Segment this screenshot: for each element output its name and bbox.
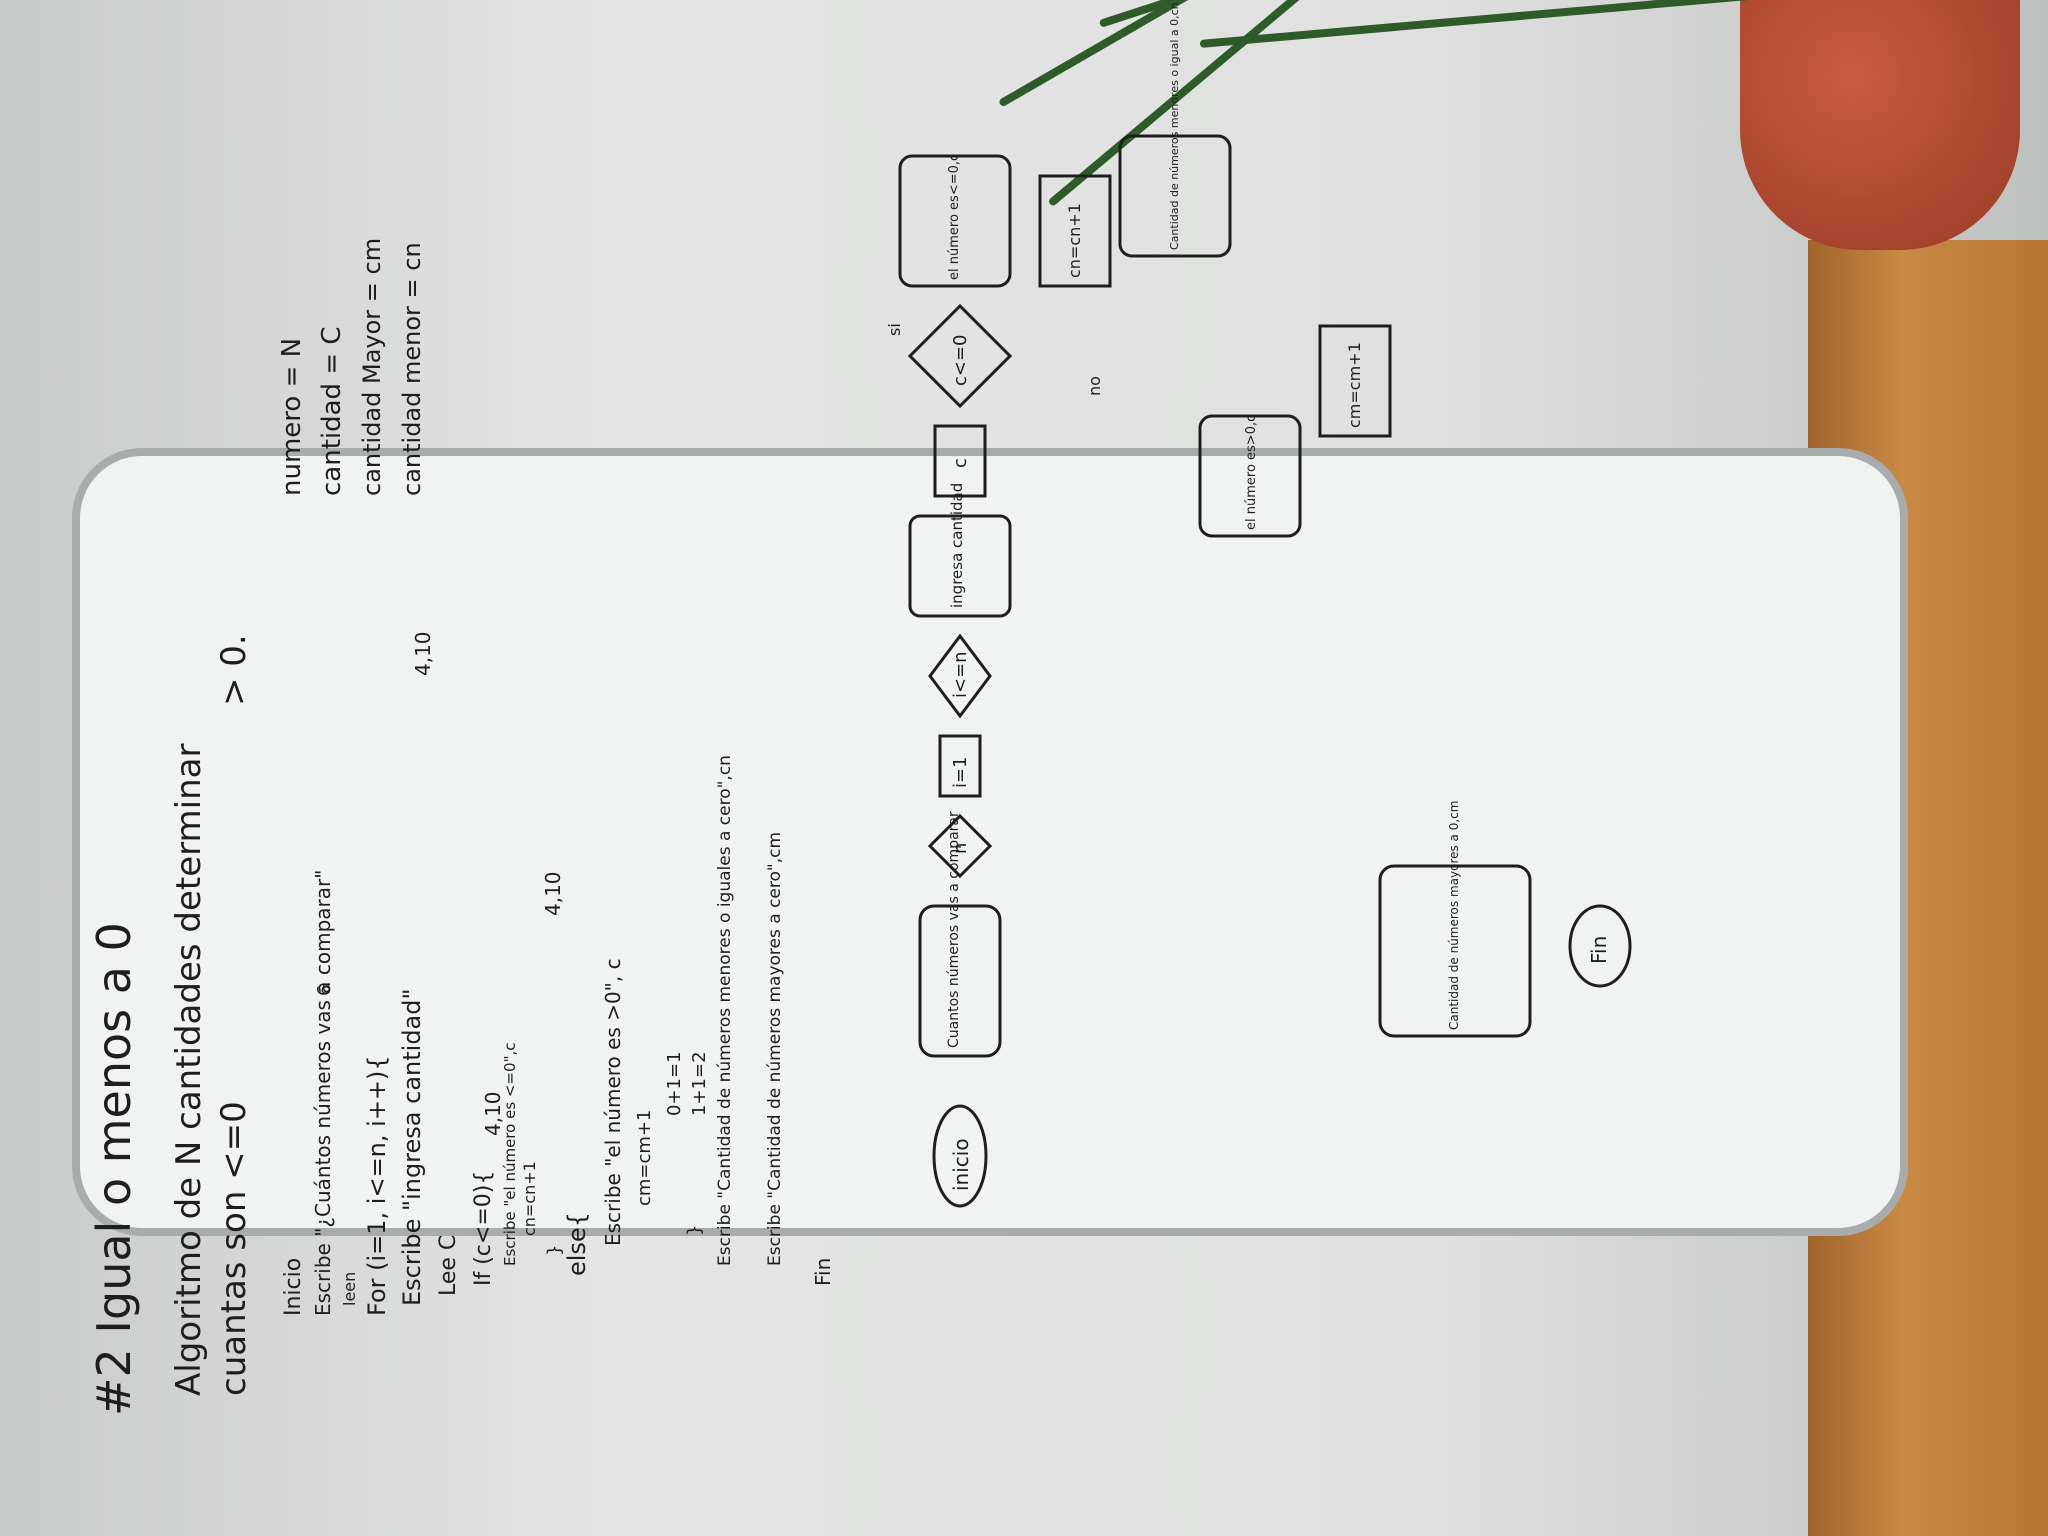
code-line: leen [340, 1272, 359, 1306]
var-menor: cantidad menor = cn [398, 242, 426, 496]
code-line: Escribe "Cantidad de números mayores a c… [765, 832, 785, 1266]
fc-no-out-label: el número es>0,c [1244, 415, 1259, 530]
code-line: cn=cn+1 [520, 1161, 539, 1236]
note: 0+1=1 [664, 1051, 685, 1116]
code-line: cm=cm+1 [634, 1110, 655, 1206]
code-line: Escribe "el número es <=0",c [501, 1043, 519, 1267]
code-line: Escribe "Cantidad de números menores o i… [715, 755, 735, 1266]
fc-n-shape [927, 813, 993, 879]
fc-init-shape [938, 734, 982, 798]
code-line: else{ [563, 1212, 591, 1276]
code-line: Escribe "ingresa cantidad" [398, 988, 426, 1306]
plant-pot [1740, 0, 2020, 250]
fc-end-label: Fin [1587, 936, 1611, 964]
var-numero: numero = N [277, 338, 307, 496]
code-line: Fin [811, 1258, 835, 1286]
fc-no-inc-label: cm=cm+1 [1345, 342, 1364, 428]
fc-ingresa-label: ingresa cantidad [948, 483, 966, 608]
note: 4,10 [541, 871, 565, 916]
fc-end-shape [1568, 904, 1632, 988]
subtitle-line-1: Algoritmo de N cantidades determinar [169, 744, 209, 1396]
code-line: For (i=1, i<=n, i++){ [363, 1055, 391, 1316]
var-mayor: cantidad Mayor = cm [358, 238, 386, 496]
note: 1+1=2 [689, 1051, 710, 1116]
fc-yes-inc-shape [1038, 174, 1112, 288]
fc-ingresa-shape [908, 514, 1012, 618]
fc-out-cn-label: Cantidad de números menores o igual a 0,… [1168, 2, 1181, 250]
whiteboard [72, 448, 1908, 1236]
code-line: } [544, 1245, 565, 1256]
note: 4,10 [411, 631, 435, 676]
fc-yes-out-shape [898, 154, 1012, 288]
fc-loop-shape [928, 633, 992, 719]
fc-out-cn-shape [1118, 134, 1232, 258]
subtitle-gt: > 0. [214, 634, 254, 706]
note: 6 [314, 985, 335, 996]
fc-no-label: no [1085, 376, 1104, 396]
fc-c-shape [933, 424, 987, 498]
fc-prompt-label: Cuantos números vas a comparar [946, 811, 962, 1048]
code-line: Inicio [281, 1258, 306, 1316]
code-line: If (c<=0){ [471, 1171, 496, 1286]
fc-n-label: n [950, 843, 971, 854]
fc-no-inc-shape [1318, 324, 1392, 438]
note: 4,10 [481, 1091, 505, 1136]
fc-loop-label: i<=n [950, 651, 971, 698]
fc-init-label: i=1 [950, 756, 971, 788]
fc-yes-label: si [885, 323, 904, 336]
fc-yes-out-label: el número es<=0,c [947, 154, 962, 280]
var-cantidad: cantidad = C [317, 326, 347, 496]
fc-out-cm-shape [1378, 864, 1532, 1038]
fc-decision-shape [907, 303, 1013, 409]
code-line: } [684, 1225, 705, 1236]
fc-c-label: c [950, 458, 971, 468]
code-line: Escribe "el número es >0", c [601, 958, 625, 1246]
fc-out-cm-label: Cantidad de números mayores a 0,cm [1447, 801, 1461, 1030]
fc-start-label: inicio [949, 1138, 973, 1191]
fc-decision-label: c<=0 [950, 334, 971, 386]
code-line: Lee C [436, 1235, 461, 1296]
fc-yes-inc-label: cn=cn+1 [1065, 203, 1084, 278]
code-line: Escribe "¿Cuántos números vas a comparar… [311, 870, 335, 1316]
fc-start-shape [932, 1104, 988, 1208]
title-line: #2 Igual o menos a 0 [87, 922, 141, 1416]
subtitle-line-2: cuantas son <=0 [214, 1101, 254, 1396]
fc-prompt-shape [918, 904, 1002, 1058]
fc-no-out-shape [1198, 414, 1302, 538]
